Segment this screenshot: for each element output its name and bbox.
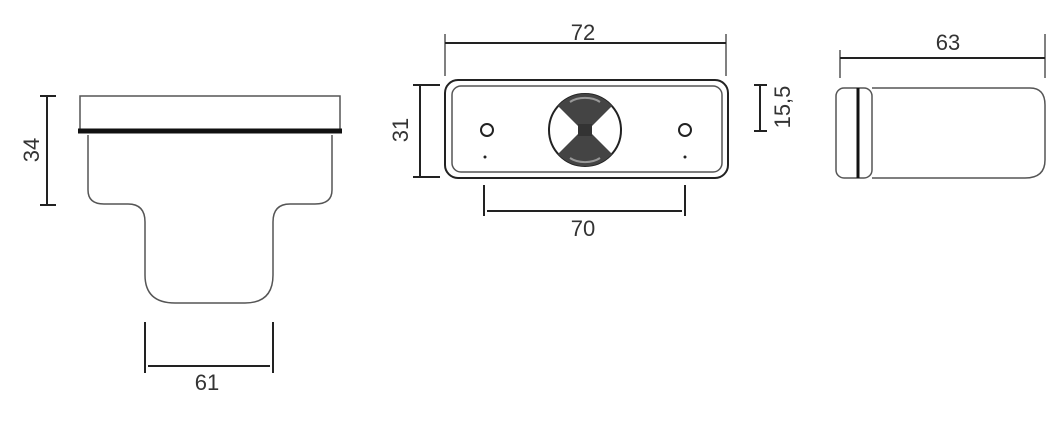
- front-outer-outline: [444, 79, 729, 179]
- top-cap: [835, 87, 873, 179]
- dim-label-61: 61: [195, 370, 219, 395]
- reflector-lens: [548, 93, 622, 167]
- mounting-hole-left: [480, 123, 494, 137]
- dim-label-15-5: 15,5: [770, 86, 795, 129]
- dim-label-70: 70: [571, 216, 595, 241]
- side-cap: [79, 95, 341, 133]
- front-inner-outline: [451, 85, 723, 173]
- side-view: 34 61: [19, 95, 342, 395]
- top-body: [872, 87, 1046, 179]
- dim-label-63: 63: [936, 30, 960, 55]
- dim-label-72: 72: [571, 20, 595, 45]
- top-view: 63: [835, 30, 1046, 179]
- dim-label-31: 31: [388, 118, 413, 142]
- side-body: [87, 135, 333, 304]
- dim-label-34: 34: [19, 138, 44, 162]
- mounting-hole-right: [678, 123, 692, 137]
- front-view: 72 31 15,5 70: [388, 20, 795, 241]
